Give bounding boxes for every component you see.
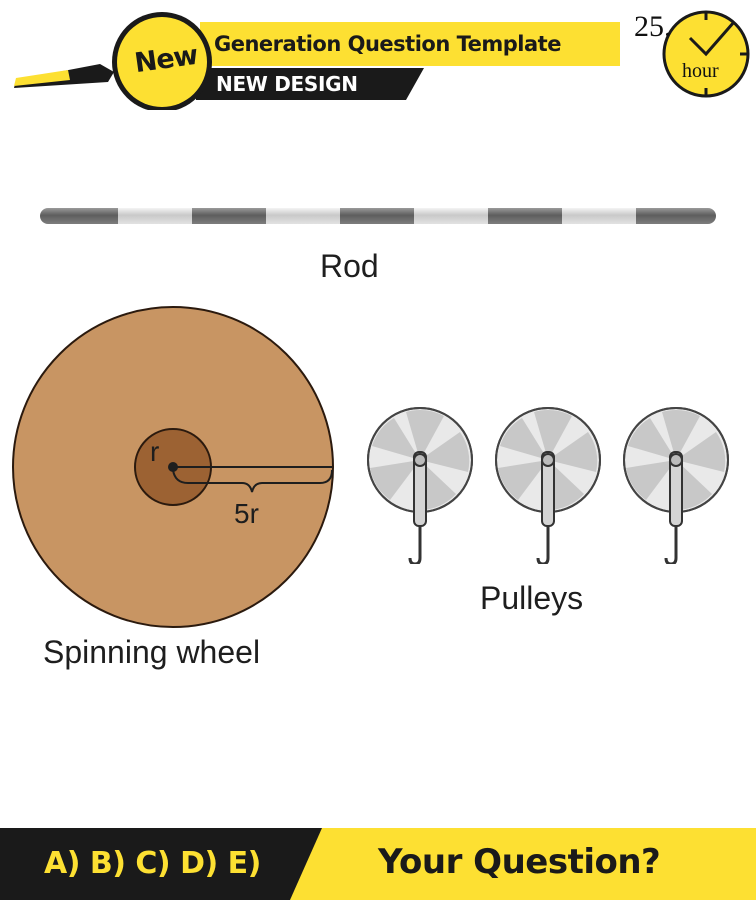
subtitle-ribbon: [196, 68, 424, 100]
pulleys: [366, 406, 730, 564]
header-graphics: [14, 10, 750, 110]
clock-icon: [662, 10, 750, 98]
clock-unit: hour: [682, 60, 719, 82]
spinning-wheel: [12, 306, 334, 628]
magnifier-icon: [14, 64, 114, 88]
answer-options: A) B) C) D) E): [44, 846, 261, 881]
wheel-label: Spinning wheel: [43, 634, 261, 670]
pulleys-label: Pulleys: [480, 580, 584, 616]
outer-radius-label: 5r: [234, 498, 259, 529]
rod-label: Rod: [320, 248, 379, 284]
question-text: Your Question?: [378, 842, 661, 882]
template-title: Generation Question Template: [214, 32, 561, 56]
template-subtitle: NEW DESIGN: [216, 72, 358, 96]
pulley-3: [622, 406, 730, 564]
footer-band: [0, 828, 756, 900]
pulley-1: [366, 406, 474, 564]
clock-number: 25.: [634, 10, 672, 43]
rod: [40, 208, 716, 224]
inner-radius-label: r: [150, 436, 160, 467]
pulley-2: [494, 406, 602, 564]
